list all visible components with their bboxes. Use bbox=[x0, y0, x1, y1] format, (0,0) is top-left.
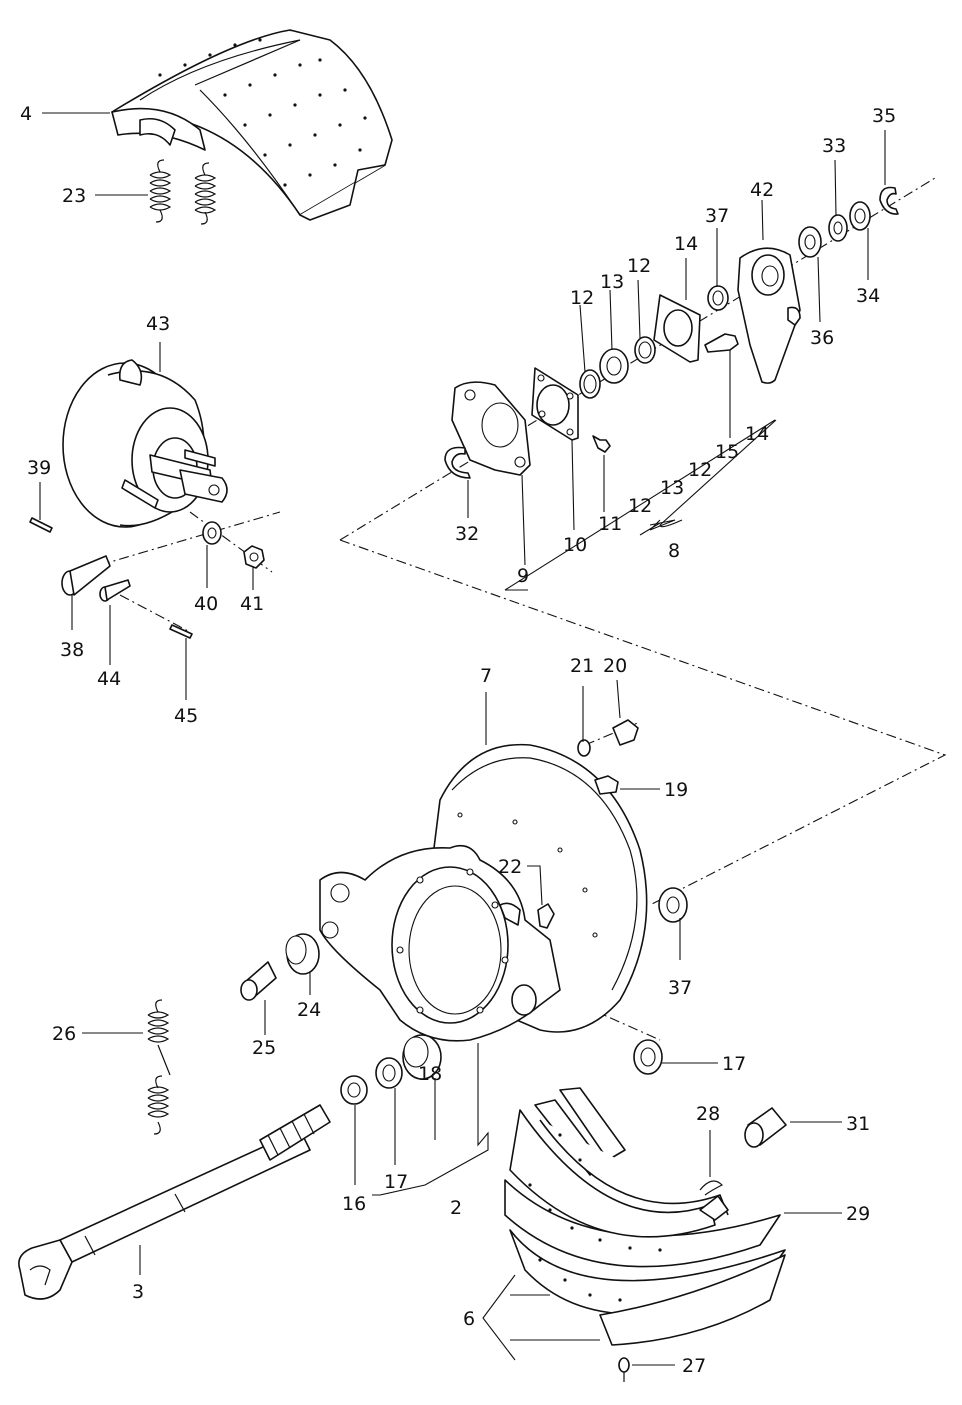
label-12b: 12 bbox=[627, 255, 651, 277]
cotter-pin-45 bbox=[169, 624, 193, 639]
label-17a: 17 bbox=[384, 1171, 408, 1193]
plug-19 bbox=[594, 775, 619, 795]
label-38: 38 bbox=[60, 639, 84, 661]
label-14b: 14 bbox=[745, 423, 769, 445]
return-springs-23 bbox=[149, 159, 217, 225]
nut-41 bbox=[243, 545, 265, 569]
camshaft-3 bbox=[18, 1104, 331, 1300]
washer-37-right bbox=[658, 887, 688, 923]
label-12a: 12 bbox=[570, 287, 594, 309]
washer-40 bbox=[202, 521, 222, 545]
brake-lining-top bbox=[111, 29, 393, 221]
label-12d: 12 bbox=[688, 459, 712, 481]
label-37b: 37 bbox=[668, 977, 692, 999]
bolt-15 bbox=[704, 333, 739, 353]
washer-37-top bbox=[707, 285, 729, 311]
washer-33 bbox=[828, 214, 848, 242]
label-27: 27 bbox=[682, 1355, 706, 1377]
spider-axis bbox=[339, 539, 947, 906]
label-35: 35 bbox=[872, 105, 896, 127]
spring-clip-28 bbox=[699, 1180, 724, 1196]
label-8: 8 bbox=[668, 540, 680, 562]
label-15: 15 bbox=[715, 441, 739, 463]
label-3: 3 bbox=[132, 1281, 144, 1303]
snap-ring-35 bbox=[879, 186, 899, 215]
brake-spider-2 bbox=[319, 844, 561, 1042]
slack-adjuster-arm-42 bbox=[737, 247, 801, 384]
label-18: 18 bbox=[418, 1063, 442, 1085]
washer-21 bbox=[577, 739, 591, 757]
brake-chamber-43 bbox=[62, 359, 228, 528]
label-37a: 37 bbox=[705, 205, 729, 227]
bushing-18 bbox=[402, 1034, 442, 1080]
grease-fitting-20 bbox=[612, 719, 639, 746]
washer-16 bbox=[340, 1075, 368, 1105]
label-19: 19 bbox=[664, 779, 688, 801]
part-labels: 4 23 43 39 38 44 45 40 41 32 9 10 11 8 1… bbox=[20, 103, 896, 1377]
label-44: 44 bbox=[97, 668, 121, 690]
label-2: 2 bbox=[450, 1197, 462, 1219]
leader-lines bbox=[39, 112, 886, 1366]
label-32: 32 bbox=[455, 523, 479, 545]
label-25: 25 bbox=[252, 1037, 276, 1059]
label-24: 24 bbox=[297, 999, 321, 1021]
label-41: 41 bbox=[240, 593, 264, 615]
bolt-11 bbox=[592, 435, 611, 453]
roller-25 bbox=[240, 961, 277, 1001]
label-16: 16 bbox=[342, 1193, 366, 1215]
label-31: 31 bbox=[846, 1113, 870, 1135]
label-9: 9 bbox=[517, 565, 529, 587]
label-17b: 17 bbox=[722, 1053, 746, 1075]
label-23: 23 bbox=[62, 185, 86, 207]
clevis-pin-44 bbox=[99, 579, 131, 602]
snap-ring-32 bbox=[444, 446, 471, 479]
label-20: 20 bbox=[603, 655, 627, 677]
label-39: 39 bbox=[27, 457, 51, 479]
label-45: 45 bbox=[174, 705, 198, 727]
label-43: 43 bbox=[146, 313, 170, 335]
ring-12-a bbox=[579, 369, 601, 399]
ring-12-b bbox=[634, 336, 656, 364]
screw-27 bbox=[618, 1357, 630, 1382]
seal-17-left bbox=[375, 1057, 403, 1089]
label-42: 42 bbox=[750, 179, 774, 201]
label-11: 11 bbox=[598, 513, 622, 535]
label-29: 29 bbox=[846, 1203, 870, 1225]
spring-26 bbox=[147, 999, 171, 1135]
label-34: 34 bbox=[856, 285, 880, 307]
washer-36 bbox=[798, 226, 822, 258]
label-33: 33 bbox=[822, 135, 846, 157]
label-40: 40 bbox=[194, 593, 218, 615]
label-22: 22 bbox=[498, 856, 522, 878]
clevis-pin-38 bbox=[61, 555, 111, 596]
label-6: 6 bbox=[463, 1308, 475, 1330]
label-36: 36 bbox=[810, 327, 834, 349]
seal-17-right bbox=[633, 1039, 663, 1075]
label-10: 10 bbox=[563, 534, 587, 556]
grease-fitting-22 bbox=[537, 903, 555, 929]
bushing-13 bbox=[599, 348, 629, 384]
label-28: 28 bbox=[696, 1103, 720, 1125]
label-13a: 13 bbox=[600, 271, 624, 293]
washer-34 bbox=[849, 201, 871, 231]
brake-shoe-assembly-6 bbox=[504, 1087, 786, 1346]
plate-14 bbox=[653, 294, 701, 363]
clevis-pin-axis bbox=[119, 594, 191, 633]
label-4: 4 bbox=[20, 103, 32, 125]
label-21: 21 bbox=[570, 655, 594, 677]
label-7: 7 bbox=[480, 665, 492, 687]
bracket-9 bbox=[451, 381, 531, 476]
cotter-pin-39 bbox=[29, 517, 53, 533]
roller-31 bbox=[744, 1107, 787, 1148]
bushing-24 bbox=[285, 933, 320, 975]
label-26: 26 bbox=[52, 1023, 76, 1045]
label-14a: 14 bbox=[674, 233, 698, 255]
bushing-housing-10 bbox=[531, 367, 579, 441]
label-12c: 12 bbox=[628, 495, 652, 517]
label-13b: 13 bbox=[660, 477, 684, 499]
